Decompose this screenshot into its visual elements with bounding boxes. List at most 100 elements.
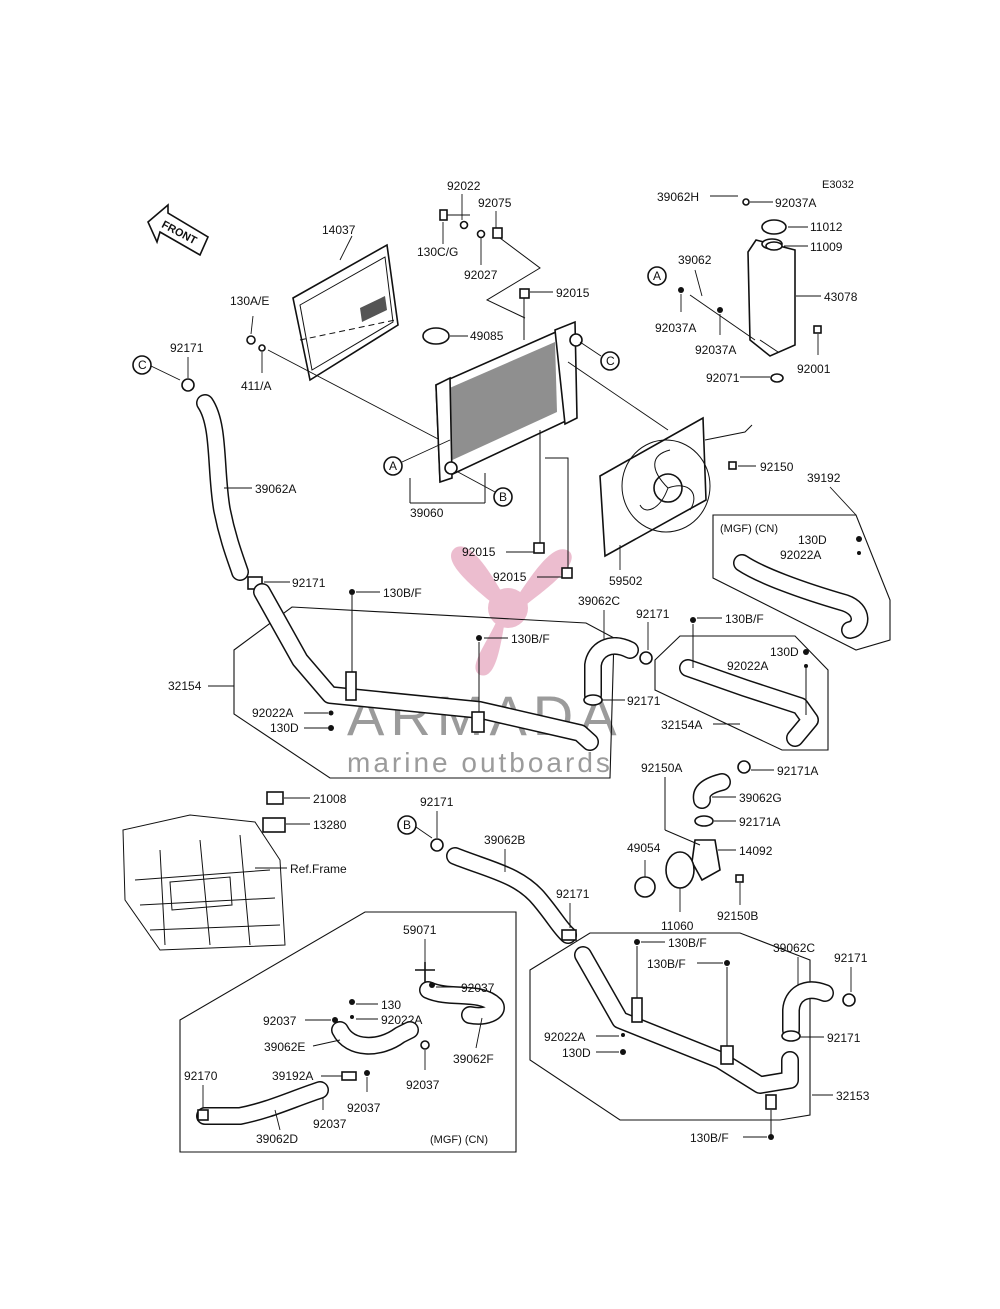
label-11009: 11009 [810,240,843,254]
label-11060: 11060 [661,919,694,933]
label-130: 130 [381,998,401,1012]
hose-39062d [196,1081,329,1125]
label-92022A-low: 92022A [544,1030,585,1044]
label-59071: 59071 [403,923,437,937]
label-411A: 411/A [241,379,271,393]
pipe-32154-box [233,606,615,779]
label-130D-low: 130D [562,1046,591,1060]
callout-a-letter: A [389,459,397,473]
label-92171-low3: 92171 [827,1031,861,1045]
label-92150A: 92150A [641,761,682,775]
radiator-cap-icon [422,327,450,345]
bolt-icon [246,335,256,345]
label-92075: 92075 [478,196,512,210]
label-14092: 14092 [739,844,773,858]
label-92171-low2: 92171 [834,951,868,965]
clip-icon [519,288,530,299]
label-32154: 32154 [168,679,202,693]
label-39062D: 39062D [256,1132,298,1146]
relay-holder-icon [262,817,286,833]
thermostat-icon [634,876,656,898]
radiator-screen [292,243,399,382]
label-130AE: 130A/E [230,294,269,308]
label-92171A-b: 92171A [739,815,780,829]
label-92037A-top: 92037A [775,196,816,210]
label-92171-b: 92171 [420,795,454,809]
label-39062F: 39062F [453,1052,494,1066]
hose-39062c-lower [782,981,834,1039]
label-130BF-b: 130B/F [511,632,550,646]
label-92171-r1: 92171 [636,607,670,621]
bolt-icon [813,325,822,334]
label-13280: 13280 [313,818,347,832]
connector-icon [341,1071,357,1081]
label-92015-low: 92015 [493,570,527,584]
gasket-icon [765,241,783,251]
label-39192: 39192 [807,471,841,485]
label-92022A-r: 92022A [727,659,768,673]
propeller-logo [450,546,572,676]
label-39062C-top: 39062C [578,594,620,608]
label-130BF-f: 130B/F [690,1131,729,1145]
label-92015-mid: 92015 [462,545,496,559]
mgf-lower-box [179,911,517,1153]
label-130BF-c: 130B/F [725,612,764,626]
mgf-hose [733,554,869,639]
label-39062A: 39062A [255,482,296,496]
callout-c [600,351,620,371]
callout-c-hose-letter: C [138,358,147,372]
label-39192A: 39192A [272,1069,313,1083]
label-59502: 59502 [609,574,643,588]
label-130BF-a: 130B/F [383,586,422,600]
label-92037A-mid: 92037A [695,343,736,357]
clamp-icon [420,1040,430,1050]
label-92022A-mgf: 92022A [780,548,821,562]
label-92027: 92027 [464,268,498,282]
pipe-32153-box [529,932,811,1121]
washer-icon [258,344,266,352]
tank-cap-icon [761,219,787,235]
label-130D-l: 130D [270,721,299,735]
clamp-icon [737,760,751,774]
callout-b-letter: B [499,490,507,504]
clamp-icon [842,993,856,1007]
clamp-icon [181,378,195,392]
label-49085: 49085 [470,329,504,343]
label-14037: 14037 [322,223,356,237]
label-39062G: 39062G [739,791,782,805]
label-130BF-d: 130B/F [668,936,707,950]
callout-b-lower [397,815,417,835]
label-92071: 92071 [706,371,740,385]
callout-a-tank-letter: A [653,269,661,283]
nut-icon [770,373,784,383]
label-130D-r: 130D [770,645,799,659]
label-130BF-e: 130B/F [647,957,686,971]
callout-a-tank [647,266,667,286]
label-92150: 92150 [760,460,794,474]
label-92171A-a: 92171A [777,764,818,778]
label-92171-r2: 92171 [627,694,661,708]
label-92015-top: 92015 [556,286,590,300]
hose-39062a [196,394,249,581]
watermark-tagline: marine outboards [347,747,613,778]
clamp-icon [197,1109,209,1121]
callout-b [493,487,513,507]
label-92022A-l: 92022A [252,706,293,720]
callout-b-lower-letter: B [403,818,411,832]
callout-a [383,456,403,476]
bolt-icon [728,461,737,470]
pipe-32153 [574,946,799,1094]
label-21008: 21008 [313,792,347,806]
label-32154A: 32154A [661,718,702,732]
mgf-lower-variant-label: (MGF) (CN) [430,1134,488,1146]
clamp-icon [639,651,653,665]
label-92037A-left: 92037A [655,321,696,335]
clamp-icon [430,838,444,852]
pipe-32154a [679,659,819,747]
clamp-icon [694,815,714,827]
clamp-icon [781,1030,801,1042]
thermostat-housing [691,839,721,882]
label-39062E: 39062E [264,1040,305,1054]
label-92022-top: 92022 [447,179,481,193]
callout-c-hose [132,355,152,375]
